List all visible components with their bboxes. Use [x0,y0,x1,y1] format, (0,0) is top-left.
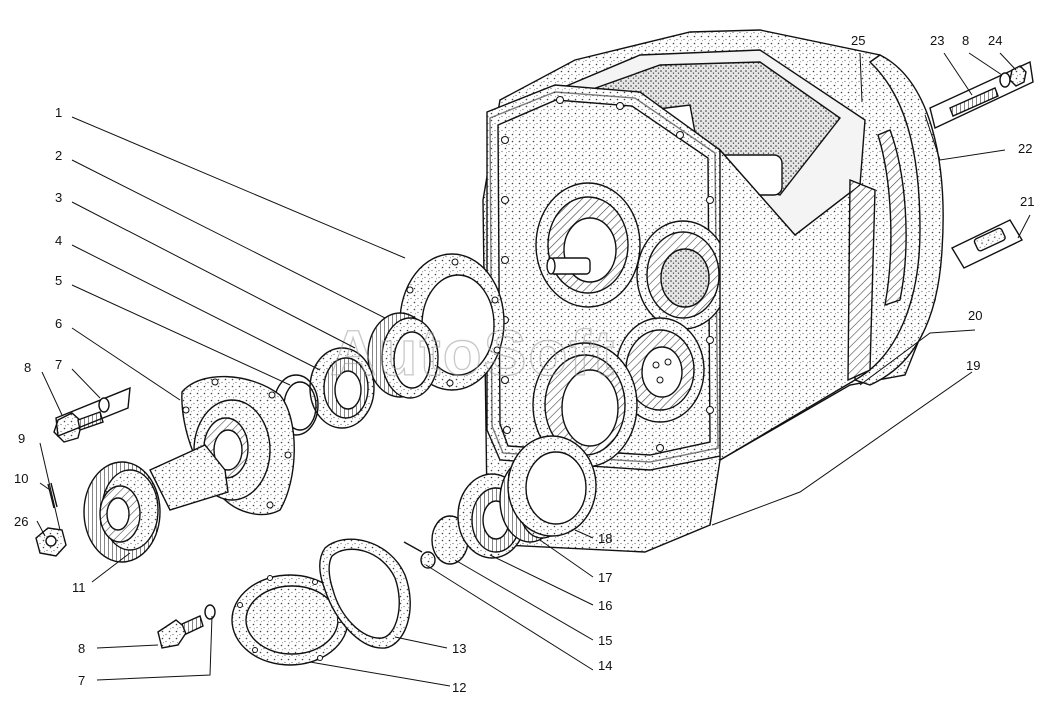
callout-2: 2 [55,148,62,163]
callout-16: 16 [598,598,612,613]
pin-21 [951,219,1023,269]
bolt-8a [53,386,131,443]
callout-5: 5 [55,273,62,288]
callout-21: 21 [1020,194,1034,209]
washer-7b [204,604,216,620]
callout-18: 18 [598,531,612,546]
gasket-13 [319,538,411,649]
callout-13: 13 [452,641,466,656]
callout-20: 20 [968,308,982,323]
gasket-18 [507,435,597,537]
bolt-8b [157,615,204,649]
stud-23-nut-24-washer-8 [929,60,1034,129]
callout-labels: 1 2 3 4 5 6 7 8 9 10 26 11 8 7 12 13 14 … [14,33,1034,695]
bearing-cup-2 [367,312,439,399]
plug-14 [403,541,436,569]
callout-8c: 8 [962,33,969,48]
callout-11: 11 [72,580,86,595]
callout-17: 17 [598,570,612,585]
washer-7a [98,397,110,413]
callout-8b: 8 [78,641,85,656]
callout-14: 14 [598,658,612,673]
nut-26 [35,527,67,557]
bearing-3 [309,347,375,429]
watermark: AutoSoft [330,317,616,389]
callout-6: 6 [55,316,62,331]
callout-4: 4 [55,233,62,248]
callout-7a: 7 [55,357,62,372]
callout-7b: 7 [78,673,85,688]
callout-8a: 8 [24,360,31,375]
callout-22: 22 [1018,141,1032,156]
callout-15: 15 [598,633,612,648]
callout-9: 9 [18,431,25,446]
gearbox-housing [482,29,944,553]
callout-19: 19 [966,358,980,373]
callout-24: 24 [988,33,1002,48]
callout-10: 10 [14,471,28,486]
callout-12: 12 [452,680,466,695]
callout-25: 25 [851,33,865,48]
cover-12 [231,574,349,666]
leader-lines [36,52,1031,687]
cotter-pin-10 [47,482,58,509]
callout-3: 3 [55,190,62,205]
callout-23: 23 [930,33,944,48]
callout-1: 1 [55,105,62,120]
callout-26: 26 [14,514,28,529]
gear-shaft-11 [83,444,229,563]
